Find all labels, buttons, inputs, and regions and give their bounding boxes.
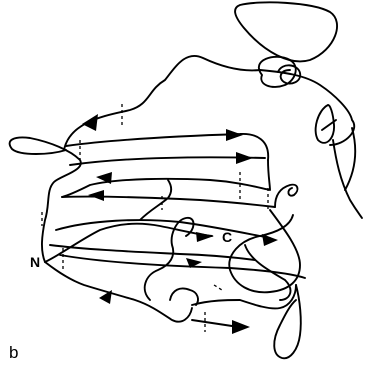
left-kink-loop [10,137,81,262]
lower-strand-b [56,220,270,238]
lower-loop-left [45,262,192,322]
lower-loop-mid [145,218,194,300]
bottom-squiggle [170,288,198,305]
right-edge-segment [345,128,355,190]
lower-strand-c [60,255,305,278]
right-lobe [229,210,300,292]
arrow-strand-4 [88,190,104,201]
right-helix-loop [316,105,336,143]
bottom-strand [192,285,296,308]
arrow-c-terminus [196,232,214,242]
panel-label: b [9,344,18,361]
strand-3 [62,160,270,197]
arrow-strand-2 [236,152,253,164]
top-right-outer-loop [235,2,337,61]
right-tail-segment [333,140,362,218]
strand-2 [70,157,265,165]
mid-connector [140,180,171,220]
right-bottom-loop [274,285,301,358]
arrow-strand-1 [226,129,243,141]
strand-curl [275,185,297,207]
arrow-right [262,234,278,246]
arrow-top-left [82,114,98,131]
n-terminus-label: N [30,255,40,269]
cut-marker [214,285,222,290]
c-terminus-label: C [222,230,232,244]
arrow-bottom [232,320,250,334]
